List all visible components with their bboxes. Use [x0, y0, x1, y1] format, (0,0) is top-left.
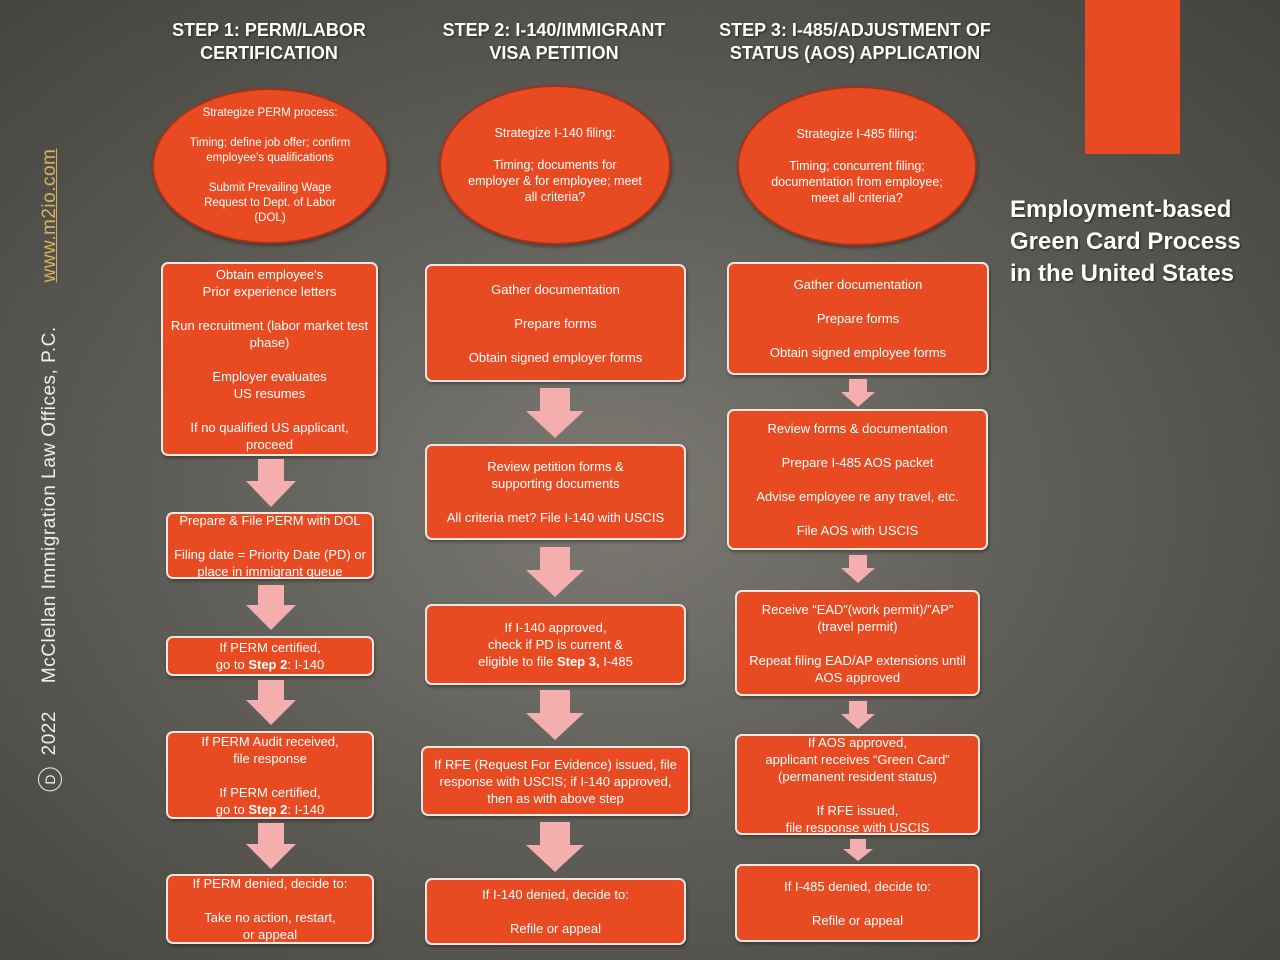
- step1-audit-text: If PERM Audit received, file response If…: [201, 733, 339, 817]
- down-arrow-icon: [246, 680, 296, 725]
- step2-approved-suffix: I-485: [599, 654, 633, 669]
- down-arrow-icon: [246, 585, 296, 630]
- step2-denied-box: If I-140 denied, decide to: Refile or ap…: [425, 878, 686, 945]
- copyright-year: 2022: [39, 711, 60, 756]
- step1-certified-box: If PERM certified, go to Step 2: I-140: [166, 636, 374, 676]
- website-link[interactable]: www.m2io.com: [39, 148, 60, 283]
- step2-strategy-oval: Strategize I-140 filing: Timing; documen…: [439, 85, 671, 245]
- down-arrow-icon: [526, 690, 584, 740]
- step3-denied-box: If I-485 denied, decide to: Refile or ap…: [735, 864, 980, 942]
- step3-review-box: Review forms & documentation Prepare I-4…: [727, 409, 988, 550]
- step3-strategy-oval: Strategize I-485 filing: Timing; concurr…: [737, 86, 977, 246]
- d-circle-icon: D: [38, 767, 62, 792]
- step1-header: STEP 1: PERM/LABOR CERTIFICATION: [172, 20, 366, 63]
- step1-denied-box: If PERM denied, decide to: Take no actio…: [166, 874, 374, 944]
- step2-approved-step-link: Step 3,: [556, 654, 600, 669]
- step2-header: STEP 2: I-140/IMMIGRANT VISA PETITION: [442, 20, 666, 63]
- step2-gather-box: Gather documentation Prepare forms Obtai…: [425, 264, 686, 382]
- step3-header: STEP 3: I-485/ADJUSTMENT OF STATUS (AOS)…: [719, 20, 991, 63]
- step2-approved-box: If I-140 approved, check if PD is curren…: [425, 604, 686, 685]
- step1-file-perm-box: Prepare & File PERM with DOL Filing date…: [166, 512, 374, 579]
- step3-aos-approved-box: If AOS approved, applicant receives “Gre…: [735, 734, 980, 835]
- step1-certified-text: If PERM certified, go to: [215, 640, 321, 672]
- down-arrow-icon: [246, 459, 296, 507]
- accent-bar: [1085, 0, 1180, 154]
- down-arrow-icon: [841, 379, 875, 407]
- step1-certified-step-link: Step 2: [248, 657, 288, 672]
- down-arrow-icon: [526, 388, 584, 438]
- diagram-title: Employment-based Green Card Process in t…: [1010, 196, 1241, 287]
- step1-audit-step-link: Step 2: [248, 801, 288, 817]
- down-arrow-icon: [843, 839, 873, 861]
- step1-recruitment-box: Obtain employee's Prior experience lette…: [161, 262, 378, 456]
- step2-review-box: Review petition forms & supporting docum…: [425, 444, 686, 540]
- step2-rfe-box: If RFE (Request For Evidence) issued, fi…: [421, 746, 690, 816]
- down-arrow-icon: [526, 822, 584, 872]
- step1-audit-suffix: : I-140: [287, 801, 325, 817]
- down-arrow-icon: [841, 555, 875, 583]
- step1-strategy-oval: Strategize PERM process: Timing; define …: [152, 88, 388, 244]
- firm-name: McClellan Immigration Law Offices, P.C.: [39, 326, 60, 684]
- down-arrow-icon: [246, 823, 296, 869]
- step1-audit-box: If PERM Audit received, file response If…: [166, 731, 374, 819]
- down-arrow-icon: [841, 701, 875, 729]
- step3-gather-box: Gather documentation Prepare forms Obtai…: [727, 262, 989, 375]
- step3-ead-box: Receive “EAD”(work permit)/”AP” (travel …: [735, 590, 980, 696]
- step1-certified-suffix: : I-140: [287, 657, 325, 672]
- step2-approved-text: If I-140 approved, check if PD is curren…: [478, 620, 624, 669]
- down-arrow-icon: [526, 547, 584, 597]
